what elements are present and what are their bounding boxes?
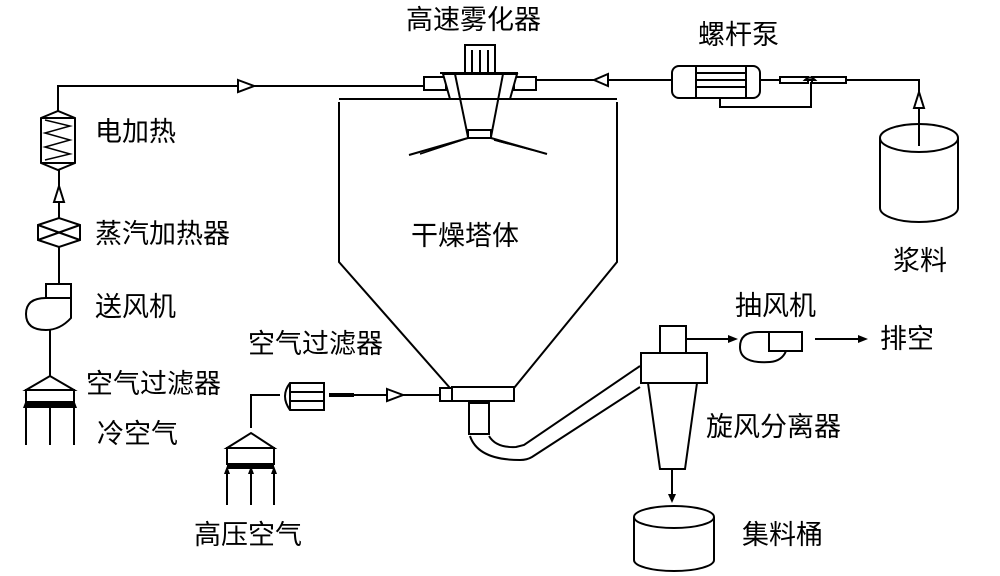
label-air-filter-left: 空气过滤器 — [86, 369, 221, 400]
tower-outlet — [439, 386, 515, 435]
label-electric-heater: 电加热 — [95, 117, 176, 148]
label-drying-tower: 干燥塔体 — [411, 221, 519, 252]
cyclone-symbol — [640, 325, 708, 470]
screw-pump-symbol — [671, 65, 847, 108]
label-slurry: 浆料 — [893, 246, 947, 277]
atomizer-symbol — [408, 44, 548, 156]
blower-fan-icon — [24, 283, 72, 332]
label-screw-pump: 螺杆泵 — [698, 20, 779, 51]
edge-electric-to-atomizer — [57, 78, 345, 111]
air-filter-mid-symbol — [223, 431, 278, 469]
edge-cyclone-to-bucket — [668, 469, 676, 503]
label-blower: 送风机 — [95, 292, 176, 323]
edge-fan-to-vent — [815, 335, 868, 343]
exhaust-fan-icon — [738, 331, 803, 364]
label-atomizer: 高速雾化器 — [406, 5, 541, 36]
collection-bucket-symbol — [633, 505, 715, 572]
electric-heater-symbol — [40, 109, 76, 172]
compressor-symbol — [284, 382, 325, 411]
label-steam-heater: 蒸汽加热器 — [95, 219, 230, 250]
edge-filter-to-tower — [250, 382, 440, 428]
air-filter-left-symbol — [22, 374, 78, 408]
label-air-filter-mid: 空气过滤器 — [248, 329, 383, 360]
label-exhaust-fan: 抽风机 — [735, 291, 816, 322]
steam-heater-symbol — [37, 216, 81, 249]
duct-tower-to-cyclone — [469, 365, 641, 462]
label-cyclone: 旋风分离器 — [706, 412, 841, 443]
edge-pump-to-atomizer — [536, 72, 672, 88]
edge-steam-to-electric — [52, 168, 66, 218]
edge-hp-air-to-filter — [224, 466, 277, 505]
slurry-tank-symbol — [879, 123, 959, 223]
label-cold-air: 冷空气 — [97, 419, 178, 450]
label-high-pressure-air: 高压空气 — [194, 520, 302, 551]
label-collection-bucket: 集料桶 — [742, 520, 823, 551]
label-vent: 排空 — [880, 324, 934, 355]
edge-cyclone-to-exhaust-fan — [686, 335, 738, 343]
